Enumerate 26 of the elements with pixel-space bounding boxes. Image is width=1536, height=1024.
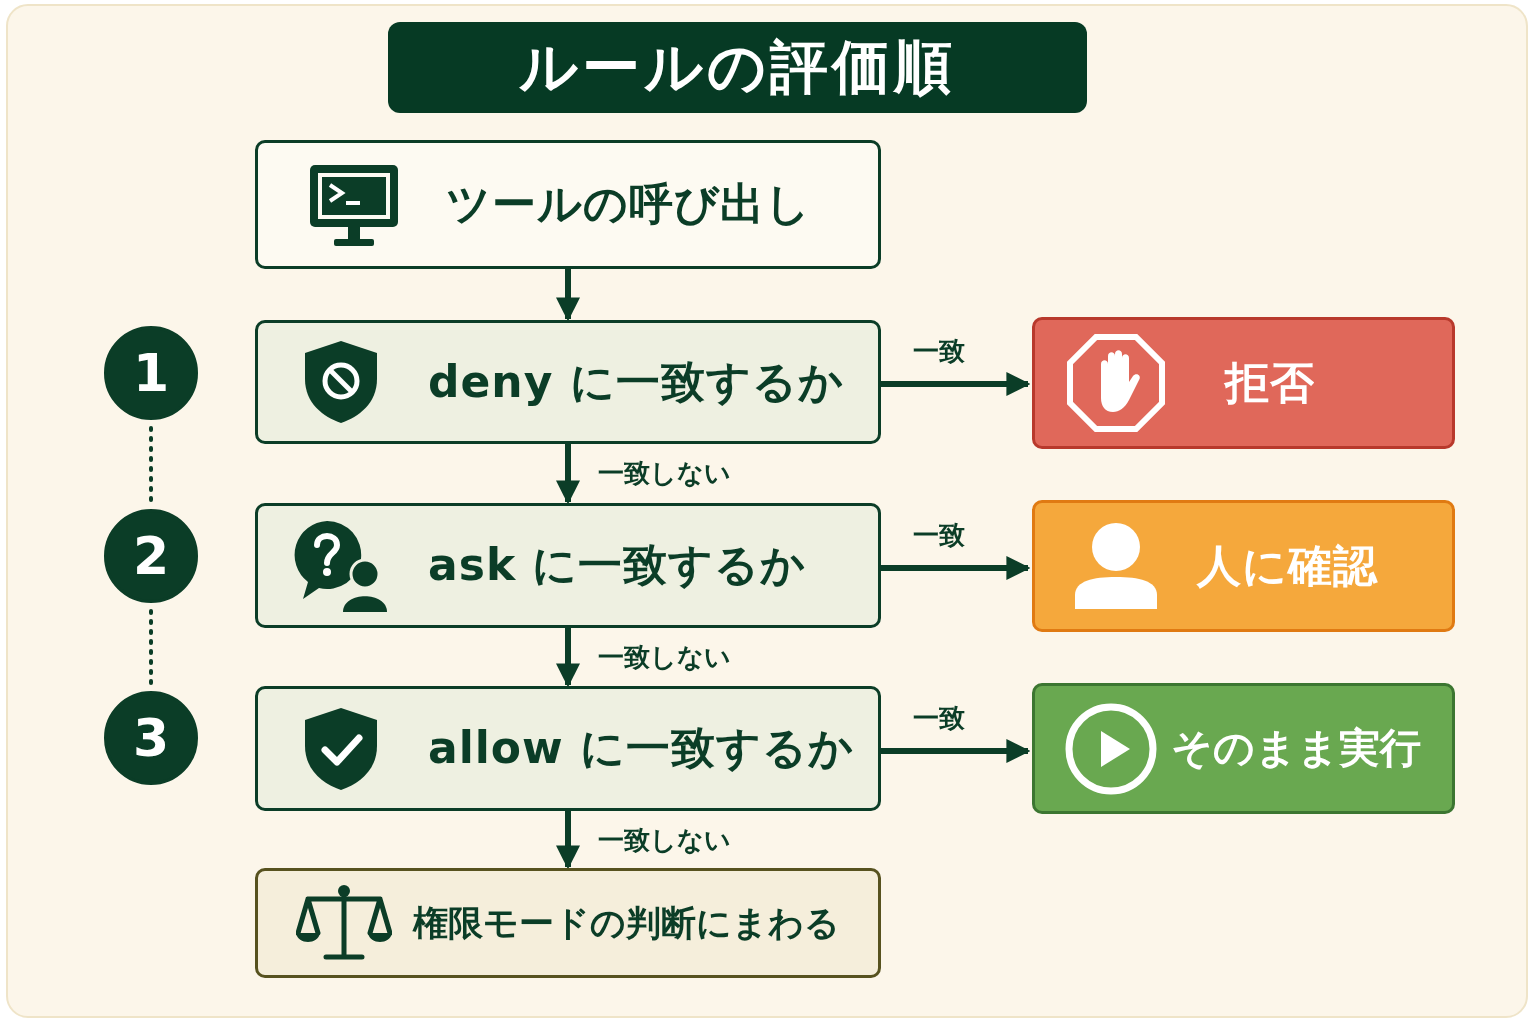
- arrow: [881, 556, 1031, 580]
- box-label: ask に一致するか: [428, 538, 807, 592]
- dotted-line: [149, 426, 153, 503]
- arrow: [881, 372, 1031, 396]
- arrow: [556, 628, 580, 688]
- result-box: [1032, 500, 1455, 632]
- box-label: 権限モードの判断にまわる: [413, 901, 840, 945]
- decision-box: [255, 503, 881, 628]
- arrow: [881, 739, 1031, 763]
- decision-box: [255, 320, 881, 444]
- title-banner: ルールの評価順: [388, 22, 1087, 113]
- arrow: [556, 444, 580, 505]
- dotted-line: [149, 609, 153, 685]
- process-box: [255, 140, 881, 269]
- decision-box: [255, 686, 881, 811]
- box-label: ツールの呼び出し: [446, 177, 811, 231]
- box-label: そのまま実行: [1171, 723, 1421, 774]
- box-label: allow に一致するか: [428, 721, 855, 775]
- arrow: [556, 811, 580, 870]
- box-label: deny に一致するか: [428, 354, 844, 409]
- result-box: [1032, 317, 1455, 449]
- result-box: [1032, 683, 1455, 814]
- box-label: 拒否: [1225, 355, 1315, 410]
- box-label: 人に確認: [1197, 538, 1378, 593]
- arrow: [556, 269, 580, 322]
- process-box: [255, 868, 881, 978]
